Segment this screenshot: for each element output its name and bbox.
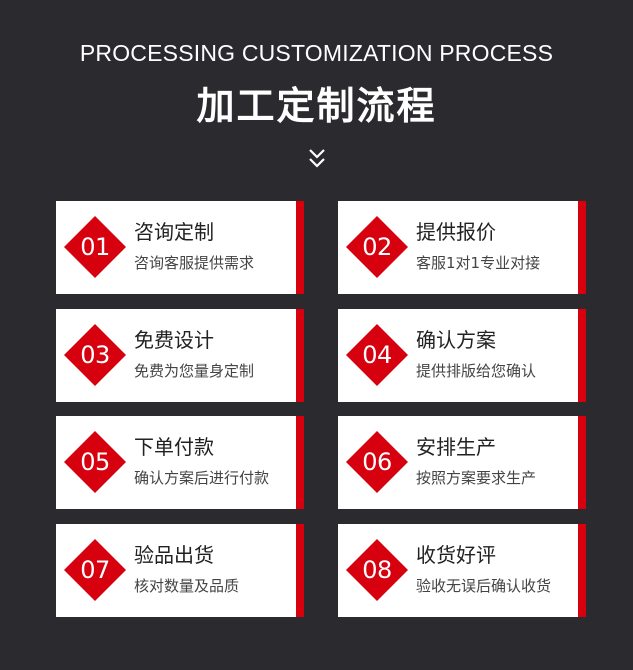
step-number-badge: 02 [344, 214, 410, 280]
step-number: 07 [80, 556, 110, 584]
step-description: 客服1对1专业对接 [416, 254, 541, 272]
accent-bar [296, 309, 304, 402]
step-number: 01 [80, 233, 110, 261]
step-title: 确认方案 [416, 328, 496, 352]
step-number-badge: 01 [62, 214, 128, 280]
step-number: 08 [362, 556, 392, 584]
step-card-08: 08 收货好评 验收无误后确认收货 [338, 524, 586, 617]
step-description: 免费为您量身定制 [134, 362, 255, 380]
step-card-02: 02 提供报价 客服1对1专业对接 [338, 201, 586, 294]
step-title: 验品出货 [134, 543, 214, 567]
step-card-01: 01 咨询定制 咨询客服提供需求 [56, 201, 304, 294]
step-number: 05 [80, 448, 110, 476]
step-title: 咨询定制 [134, 220, 214, 244]
diamond-shape [64, 324, 126, 386]
step-title: 收货好评 [416, 543, 496, 567]
step-card-03: 03 免费设计 免费为您量身定制 [56, 309, 304, 402]
step-title: 免费设计 [134, 328, 214, 352]
step-description: 核对数量及品质 [134, 577, 240, 595]
step-description: 确认方案后进行付款 [134, 469, 270, 487]
step-title: 安排生产 [416, 435, 496, 459]
accent-bar [296, 416, 304, 509]
step-number-badge: 05 [62, 429, 128, 495]
diamond-shape [346, 539, 408, 601]
step-card-04: 04 确认方案 提供排版给您确认 [338, 309, 586, 402]
accent-bar [296, 524, 304, 617]
step-description: 咨询客服提供需求 [134, 254, 255, 272]
step-number-badge: 07 [62, 537, 128, 603]
diamond-shape [64, 431, 126, 493]
step-description: 按照方案要求生产 [416, 469, 537, 487]
accent-bar [578, 309, 586, 402]
step-number-badge: 08 [344, 537, 410, 603]
step-number: 06 [362, 448, 392, 476]
step-card-06: 06 安排生产 按照方案要求生产 [338, 416, 586, 509]
accent-bar [578, 524, 586, 617]
diamond-shape [346, 216, 408, 278]
accent-bar [578, 416, 586, 509]
diamond-shape [64, 216, 126, 278]
accent-bar [296, 201, 304, 294]
step-title: 下单付款 [134, 435, 214, 459]
double-chevron-down-icon [309, 149, 325, 168]
step-description: 提供排版给您确认 [416, 362, 537, 380]
page-subtitle: PROCESSING CUSTOMIZATION PROCESS [79, 40, 554, 66]
step-card-07: 07 验品出货 核对数量及品质 [56, 524, 304, 617]
diamond-shape [346, 324, 408, 386]
step-description: 验收无误后确认收货 [416, 577, 552, 595]
step-number-badge: 04 [344, 322, 410, 388]
diamond-shape [64, 539, 126, 601]
step-number: 03 [80, 341, 110, 369]
accent-bar [578, 201, 586, 294]
step-number-badge: 06 [344, 429, 410, 495]
step-number-badge: 03 [62, 322, 128, 388]
step-title: 提供报价 [416, 220, 496, 244]
diamond-shape [346, 431, 408, 493]
step-card-05: 05 下单付款 确认方案后进行付款 [56, 416, 304, 509]
page-title: 加工定制流程 [196, 84, 437, 128]
step-number: 04 [362, 341, 392, 369]
step-number: 02 [362, 233, 392, 261]
